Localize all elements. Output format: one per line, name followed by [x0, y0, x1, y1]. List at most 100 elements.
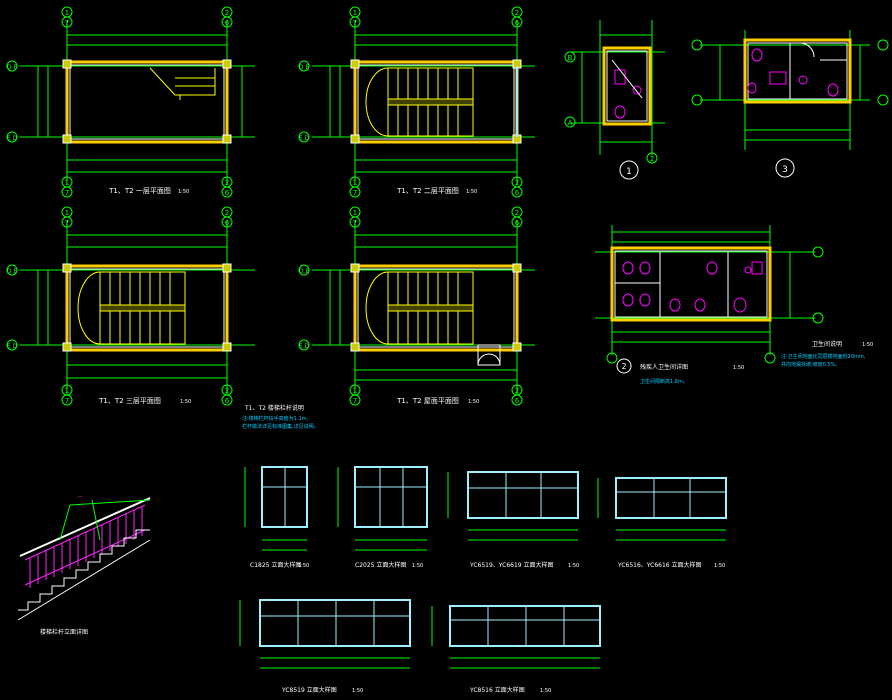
- grid-label-1-top: 1: [65, 9, 69, 17]
- grid-label-2-bottom: 2: [515, 387, 519, 395]
- grid-label-1-top: 1: [65, 209, 69, 217]
- window-yc6516-title: YC6516、YC6616 立面大样图: [617, 561, 702, 569]
- stair-plan-4-scale: 1:50: [468, 399, 479, 405]
- window-yc8519-scale: 1:50: [352, 688, 363, 694]
- bath-note-line-3: 卫生间隔断高1.8m。: [640, 378, 688, 385]
- column-marker: [62, 59, 72, 69]
- grid-label-6-top: 6: [225, 219, 230, 227]
- stair-plan-1-scale: 1:50: [178, 189, 189, 195]
- stair-note-line-1: 注:楼梯栏杆扶手高度为1.1m,: [242, 415, 309, 422]
- window-yc6519-title: YC6519、YC6619 立面大样图: [469, 561, 554, 569]
- grid-label-6-top: 6: [515, 19, 520, 27]
- grid-label-1-top: 1: [353, 209, 357, 217]
- grid-label-de: D E: [299, 64, 310, 71]
- stair-plan-2-scale: 1:50: [466, 189, 477, 195]
- bath-1-number: 1: [626, 167, 632, 177]
- grid-label-7-top: 7: [65, 19, 69, 27]
- window-c2025-scale: 1:50: [412, 563, 423, 569]
- stair-3-flights: [77, 271, 186, 345]
- stair-plan-3-title: T1、T2 三层平面图: [98, 397, 161, 405]
- grid-label-6-bottom: 6: [225, 397, 230, 405]
- bath-plan-2: 2 残疾人卫生间详图 1:50: [595, 225, 824, 374]
- stair-note: T1、T2 楼梯栏杆说明 注:楼梯栏杆扶手高度为1.1m, 栏杆做法详见标准图集…: [242, 404, 319, 430]
- grid-label-7-top: 7: [353, 19, 357, 27]
- window-c1825: C1825 立面大样图 1:50: [244, 466, 309, 569]
- grid-label-6-top: 6: [225, 19, 230, 27]
- bath-plan-3: 3: [691, 30, 889, 178]
- stair-1-inner-wall: [69, 64, 225, 140]
- bath-2-title: 残疾人卫生间详图: [640, 363, 688, 371]
- stair-plan-3: 1 7 2 6 1 7 2 6 D E E D T1、T2 三层平面图 1:50: [6, 206, 255, 406]
- stair-plan-2: 1 7 2 6 1 7 2 6 D E E D T1、T2 二层平面图 1:50: [298, 6, 535, 198]
- grid-label-7-bottom: 7: [353, 189, 357, 197]
- grid-label-2-bottom: 2: [515, 179, 519, 187]
- bath-note-scale: 1:50: [862, 342, 873, 348]
- grid-label-a: A: [568, 119, 573, 127]
- grid-label-ed: E D: [7, 135, 18, 142]
- railing-title: 楼梯栏杆立面详图: [40, 628, 88, 636]
- grid-label-7-bottom: 7: [65, 397, 69, 405]
- bath-3-fixtures: [747, 48, 839, 97]
- stair-plan-4-title: T1、T2 屋面平面图: [396, 397, 459, 405]
- stair-plan-1-title: T1、T2 一层平面图: [108, 187, 171, 195]
- grid-label-1-bottom: 1: [65, 179, 69, 187]
- window-yc8516: YC8516 立面大样图 1:50: [431, 605, 601, 694]
- window-c2025-title: C2025 立面大样图: [355, 561, 406, 569]
- railing-stair-profile: [18, 529, 150, 611]
- railing-balusters: [24, 504, 146, 588]
- stair-plan-2-title: T1、T2 二层平面图: [396, 187, 459, 195]
- roof-door: [477, 344, 501, 366]
- grid-label-1-bottom: 1: [65, 387, 69, 395]
- grid-label-ed: E D: [7, 343, 18, 350]
- grid-label-ed: E D: [299, 343, 310, 350]
- stair-4-flights: [365, 271, 474, 345]
- stair-note-title: T1、T2 楼梯栏杆说明: [244, 404, 304, 412]
- grid-label-2: 2: [650, 155, 654, 163]
- window-c2025: C2025 立面大样图 1:50: [337, 466, 428, 569]
- bath-note: 卫生间说明 1:50 注:卫生间地面比同层楼地面低20mm, 并向地漏找坡,坡度…: [640, 340, 873, 385]
- stair-plan-1: 1 7 2 6 1 7 2 6 D E E D T1、T2 一层平面图 1:50: [6, 6, 255, 198]
- bath-note-line-1: 注:卫生间地面比同层楼地面低20mm,: [781, 353, 866, 360]
- stair-plan-4: 1 7 2 6 1 7 2 6 D E E D T1、T2 屋面平面图 1:50: [298, 206, 535, 406]
- window-c1825-title: C1825 立面大样图: [250, 561, 301, 569]
- bath-2-number-circle: [616, 358, 632, 374]
- grid-label-6-bottom: 6: [225, 189, 230, 197]
- window-yc8516-title: YC8516 立面大样图: [469, 686, 525, 694]
- window-yc8516-scale: 1:50: [540, 688, 551, 694]
- grid-label-2-bottom: 2: [225, 387, 229, 395]
- grid-label-2-bottom: 2: [225, 179, 229, 187]
- svg-text:—: —: [78, 494, 83, 500]
- grid-label-1-bottom: 1: [353, 179, 357, 187]
- window-yc6519-scale: 1:50: [568, 563, 579, 569]
- grid-label-7-bottom: 7: [65, 189, 69, 197]
- bath-note-line-2: 并向地漏找坡,坡度0.5%。: [781, 361, 840, 368]
- window-yc6516-scale: 1:50: [714, 563, 725, 569]
- bath-2-fixtures: [622, 261, 763, 313]
- window-yc6516: YC6516、YC6616 立面大样图 1:50: [597, 477, 727, 569]
- grid-label-2-top: 2: [225, 209, 229, 217]
- grid-label-b: B: [568, 54, 573, 62]
- grid-label-2-top: 2: [515, 209, 519, 217]
- bath-plan-1: B A 2 1: [564, 20, 665, 180]
- bath-2-scale: 1:50: [733, 365, 744, 371]
- window-c1825-scale: 1:50: [298, 563, 309, 569]
- grid-label-ed: E D: [299, 135, 310, 142]
- window-yc6519: YC6519、YC6619 立面大样图 1:50: [447, 471, 579, 569]
- grid-label-de: D E: [7, 268, 18, 275]
- window-yc8519: YC8519 立面大样图 1:50: [239, 599, 411, 694]
- stair-1-flight: [149, 67, 216, 100]
- bath-1-number-circle: [619, 160, 639, 180]
- bath-3-number-circle: [775, 158, 795, 178]
- grid-label-de: D E: [7, 64, 18, 71]
- grid-label-7-top: 7: [353, 219, 357, 227]
- bath-2-number: 2: [621, 362, 626, 371]
- bath-note-title: 卫生间说明: [812, 340, 842, 348]
- stair-plan-3-scale: 1:50: [180, 399, 191, 405]
- railing-elevation: — 楼梯栏杆立面详图: [17, 494, 151, 636]
- grid-label-1-top: 1: [353, 9, 357, 17]
- grid-label-7-top: 7: [65, 219, 69, 227]
- grid-label-7-bottom: 7: [353, 397, 357, 405]
- bath-3-number: 3: [782, 165, 788, 175]
- grid-label-6-bottom: 6: [515, 397, 520, 405]
